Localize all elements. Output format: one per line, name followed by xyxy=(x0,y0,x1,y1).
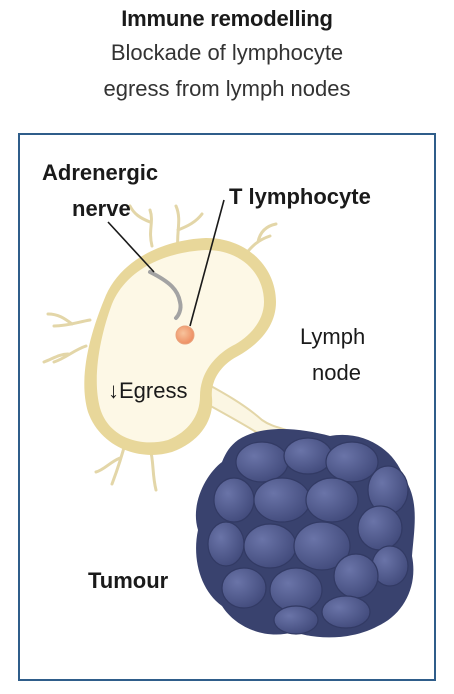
nerve-leader-line xyxy=(107,221,155,273)
figure-title: Immune remodelling xyxy=(121,6,333,31)
label-t-lymphocyte: T lymphocyte xyxy=(229,184,371,209)
figure-subtitle-line-2: egress from lymph nodes xyxy=(103,76,351,101)
label-node: node xyxy=(312,360,361,385)
t-lymphocyte-leader-line xyxy=(189,199,225,327)
t-lymphocyte-cell xyxy=(175,325,195,345)
label-tumour: Tumour xyxy=(88,568,169,593)
lymph-node-interior xyxy=(96,250,264,443)
tumour-mass xyxy=(195,429,415,638)
figure-subtitle-line-1: Blockade of lymphocyte xyxy=(110,40,344,65)
label-nerve: nerve xyxy=(72,196,131,221)
adrenergic-nerve-fiber xyxy=(148,270,183,320)
label-adrenergic: Adrenergic xyxy=(42,160,159,185)
label-lymph: Lymph xyxy=(300,324,366,349)
label-egress: ↓Egress xyxy=(108,378,188,403)
diagram-frame xyxy=(18,133,436,681)
